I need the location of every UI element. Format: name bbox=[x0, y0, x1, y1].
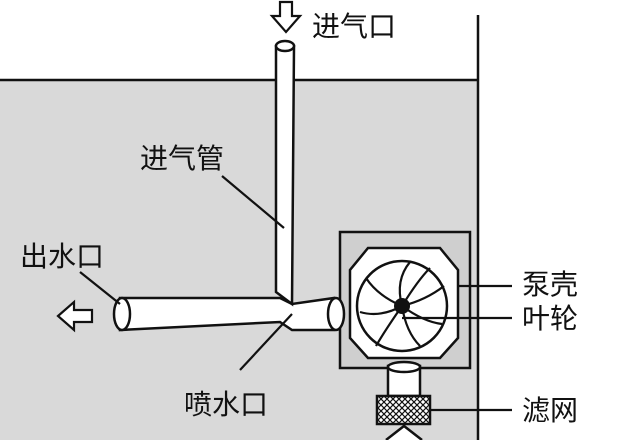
air-pipe bbox=[274, 44, 296, 307]
label-impeller: 叶轮 bbox=[522, 302, 578, 335]
label-water-outlet: 出水口 bbox=[20, 240, 104, 273]
nozzle-mouth bbox=[326, 296, 346, 332]
outlet-pipe bbox=[118, 296, 336, 332]
leader-lines bbox=[79, 175, 512, 412]
tank-wall bbox=[0, 15, 480, 440]
label-nozzle: 喷水口 bbox=[184, 388, 268, 421]
label-air-pipe: 进气管 bbox=[140, 142, 224, 175]
suction-pipe-mouth bbox=[386, 360, 422, 374]
arrow-down-icon bbox=[269, 0, 303, 34]
outlet-pipe-mouth bbox=[112, 296, 132, 332]
filter-mesh bbox=[375, 394, 432, 426]
air-pipe-mouth bbox=[274, 39, 296, 53]
label-pump-housing: 泵壳 bbox=[522, 268, 578, 301]
arrow-up-icon bbox=[385, 424, 423, 440]
label-air-inlet: 进气口 bbox=[312, 10, 396, 43]
arrow-left-icon bbox=[56, 299, 94, 333]
label-filter: 滤网 bbox=[522, 394, 578, 427]
impeller-hub bbox=[394, 298, 410, 314]
